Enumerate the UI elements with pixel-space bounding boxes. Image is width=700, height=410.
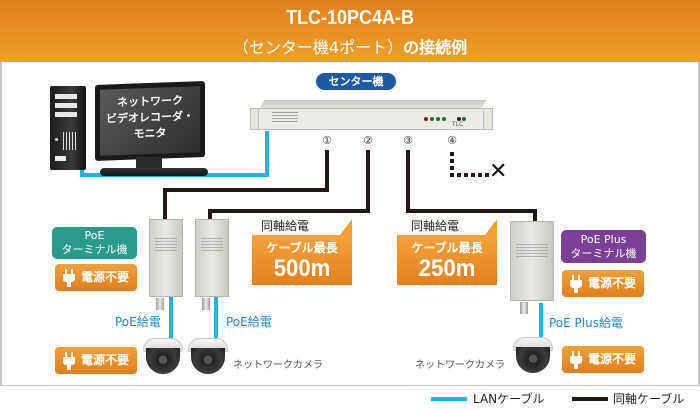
poe-terminal-unit-1 bbox=[149, 219, 183, 310]
recorder-monitor: ネットワーク ビデオレコーダ・ モニタ bbox=[95, 81, 205, 161]
no-power-text: 電源不要 bbox=[81, 353, 130, 367]
poe-terminal-badge: PoE ターミナル機 bbox=[52, 227, 137, 259]
callout-value: 250m bbox=[418, 255, 476, 282]
legend-coax-label: 同軸ケーブル bbox=[613, 392, 685, 406]
badge-line: PoE bbox=[84, 229, 105, 242]
pc-tower bbox=[50, 86, 86, 170]
subtitle-light: （センター機4ポート） bbox=[232, 38, 404, 57]
monitor-base bbox=[100, 168, 208, 176]
port-number-1: ① bbox=[322, 134, 332, 147]
poe-plus-terminal-badge: PoE Plus ターミナル機 bbox=[561, 230, 646, 263]
status-led bbox=[430, 117, 434, 121]
no-power-text: 電源不要 bbox=[588, 276, 637, 290]
not-connected-x-icon: ✕ bbox=[489, 159, 508, 184]
unused-port4-line bbox=[450, 152, 492, 177]
network-camera-1 bbox=[143, 338, 183, 374]
badge-line: PoE Plus bbox=[580, 233, 627, 246]
status-led bbox=[424, 117, 428, 121]
poe-plus-terminal-unit bbox=[510, 221, 554, 314]
legend-lan-swatch bbox=[431, 397, 467, 401]
port-number-2: ② bbox=[363, 134, 373, 147]
plug-icon bbox=[570, 351, 582, 369]
port-number-3: ③ bbox=[403, 134, 413, 147]
port-number-4: ④ bbox=[447, 134, 457, 147]
status-led bbox=[457, 117, 461, 121]
diagram-header: TLC-10PC4A-B （センター機4ポート）の接続例 bbox=[0, 0, 700, 62]
callout-title: ケーブル最長 bbox=[411, 241, 483, 255]
coax-cable-port2 bbox=[208, 150, 370, 220]
callout-value: 500m bbox=[273, 255, 331, 282]
diagram-subtitle: （センター機4ポート）の接続例 bbox=[0, 34, 700, 58]
legend-lan-label: LANケーブル bbox=[473, 392, 545, 406]
no-power-text: 電源不要 bbox=[81, 270, 130, 284]
poe-feed-label-2: PoE給電 bbox=[226, 315, 272, 329]
coax-power-label-right: 同軸給電 bbox=[411, 219, 460, 233]
model-title: TLC-10PC4A-B bbox=[285, 7, 415, 29]
no-power-badge-camera: 電源不要 bbox=[55, 347, 137, 374]
no-power-badge-camera-plus: 電源不要 bbox=[562, 346, 644, 373]
plug-icon bbox=[63, 269, 75, 287]
no-power-text: 電源不要 bbox=[588, 352, 637, 366]
coax-cable-port1 bbox=[163, 150, 329, 220]
center-unit-badge: センター機 bbox=[316, 73, 396, 90]
callout-title: ケーブル最長 bbox=[266, 241, 338, 255]
rack-ear-right bbox=[483, 108, 493, 130]
plug-icon bbox=[63, 352, 75, 370]
coax-power-label-left: 同軸給電 bbox=[261, 219, 310, 233]
center-unit-brand: TLC bbox=[452, 121, 464, 128]
monitor-screen: ネットワーク ビデオレコーダ・ モニタ bbox=[100, 86, 200, 156]
cable-length-callout-left: ケーブル最長 500m bbox=[252, 219, 352, 285]
badge-line: ターミナル機 bbox=[570, 247, 637, 260]
cable-length-callout-right: ケーブル最長 250m bbox=[397, 219, 497, 285]
status-led bbox=[436, 117, 440, 121]
badge-line: ターミナル機 bbox=[61, 243, 128, 256]
monitor-stand bbox=[136, 157, 162, 169]
status-led bbox=[442, 117, 446, 121]
poe-plus-feed-label: PoE Plus給電 bbox=[549, 316, 623, 330]
center-unit: TLC bbox=[250, 100, 493, 132]
coax-cable-port3 bbox=[406, 150, 537, 222]
no-power-badge-terminal: 電源不要 bbox=[55, 264, 137, 291]
poe-feed-label-1: PoE給電 bbox=[115, 315, 161, 329]
network-camera-2 bbox=[188, 338, 228, 374]
network-camera-label-right: ネットワークカメラ bbox=[415, 360, 505, 371]
legend-coax-swatch bbox=[572, 397, 608, 401]
network-camera-label-left: ネットワークカメラ bbox=[233, 360, 323, 371]
network-camera-3 bbox=[513, 337, 553, 373]
subtitle-bold: の接続例 bbox=[403, 38, 468, 57]
no-power-badge-terminal-plus: 電源不要 bbox=[562, 270, 644, 297]
status-led bbox=[462, 117, 466, 121]
plug-icon bbox=[570, 275, 582, 293]
poe-terminal-unit-2 bbox=[195, 219, 229, 310]
